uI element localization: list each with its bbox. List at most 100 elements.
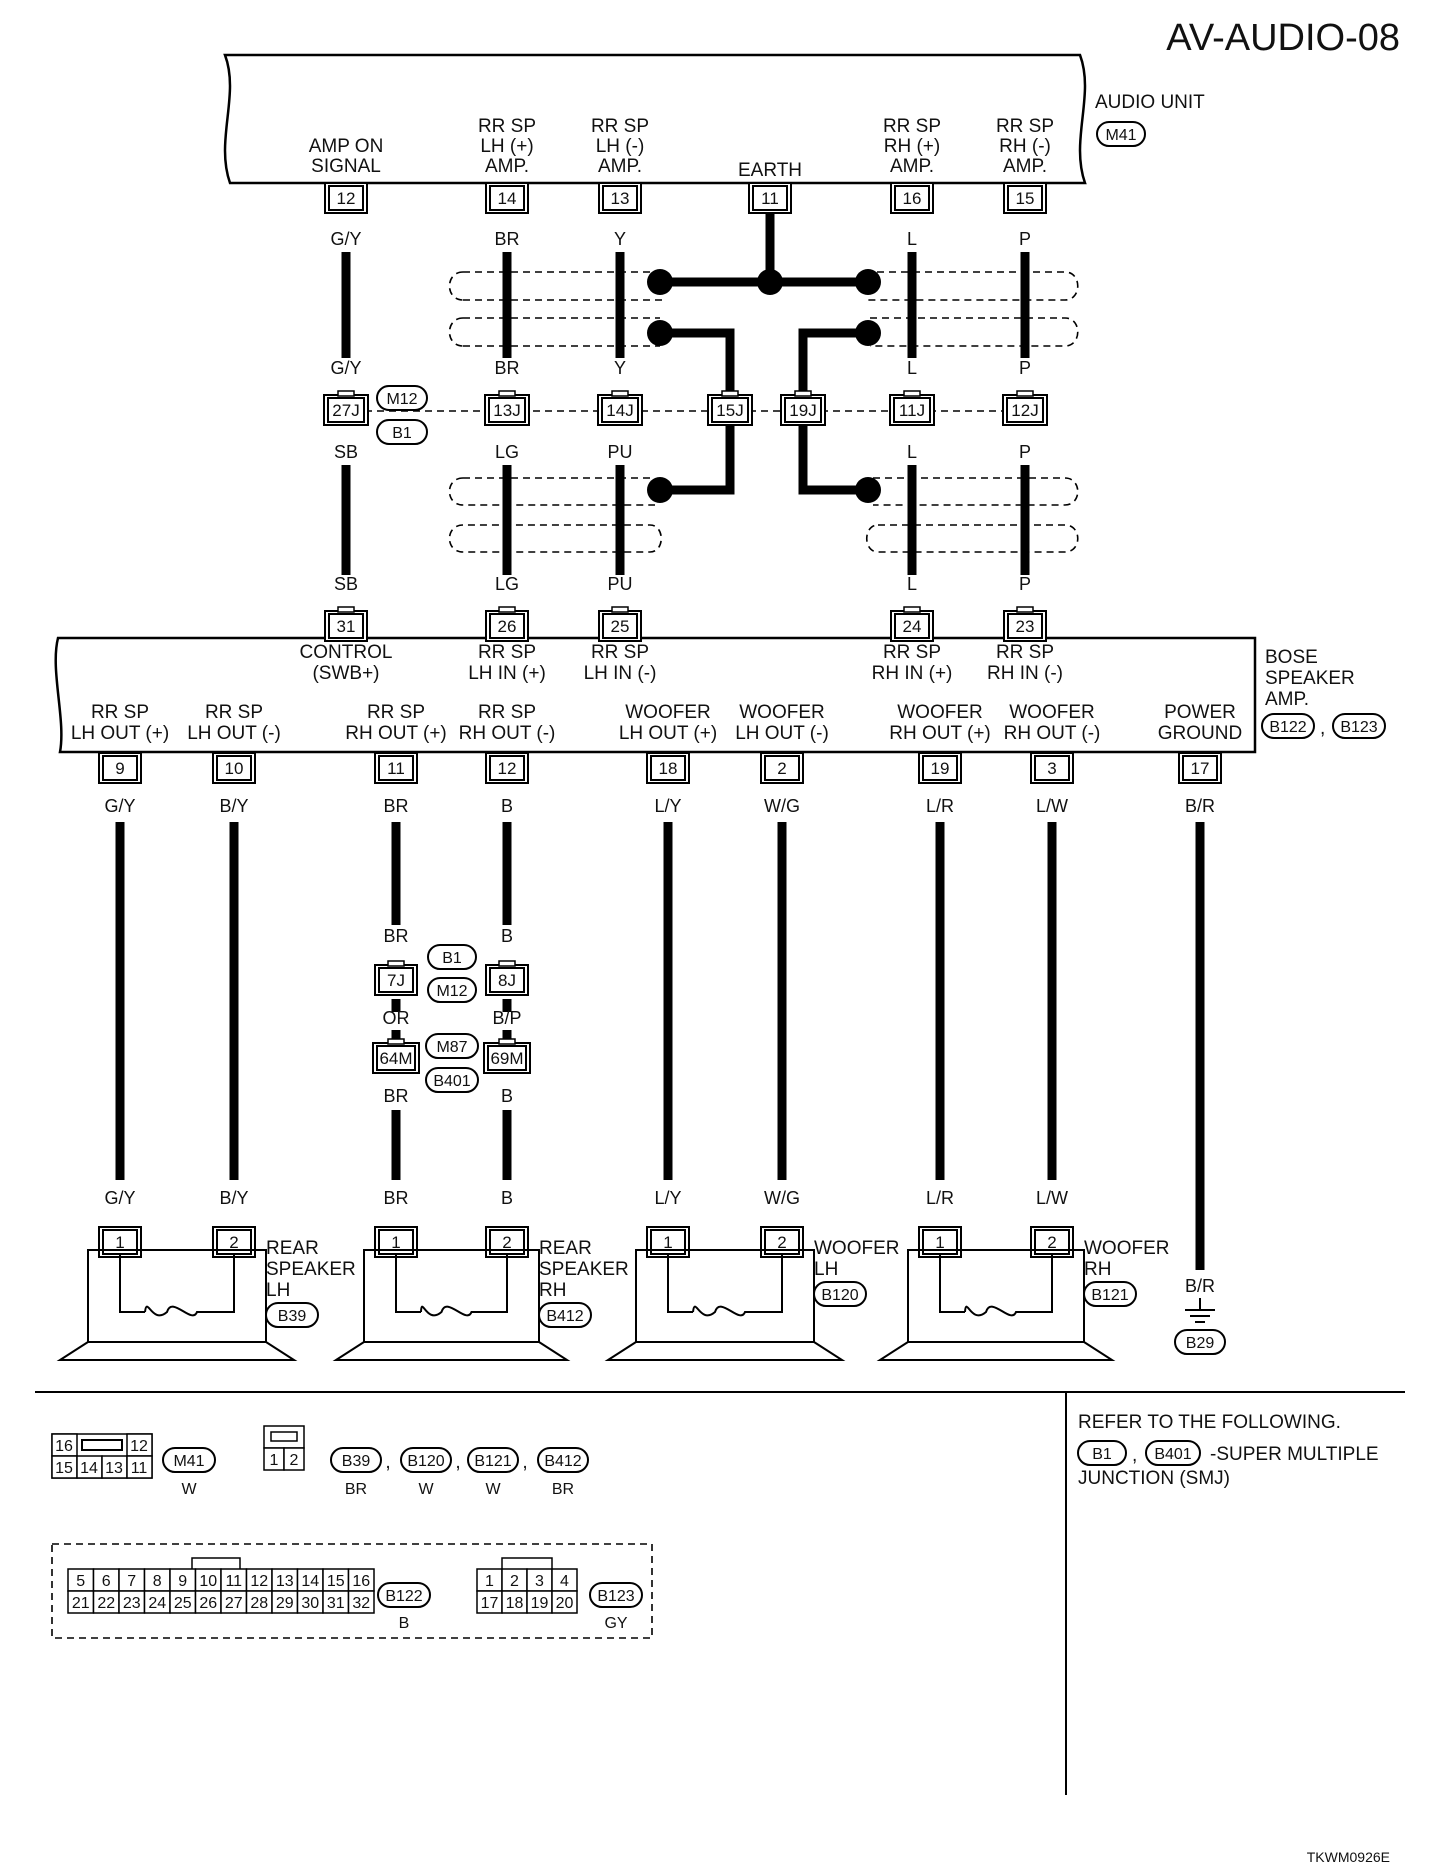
amp-title: BOSE SPEAKER AMP.: [1265, 647, 1355, 710]
mid-pin-8J[interactable]: 8J: [485, 960, 529, 996]
connector-id-m41[interactable]: M41: [162, 1447, 216, 1473]
speaker-connector-id[interactable]: B120: [813, 1281, 867, 1307]
pin-label: LH OUT (+): [619, 723, 717, 744]
cavity-number: 15: [55, 1460, 73, 1477]
junction-pin-15J[interactable]: 15J: [707, 390, 753, 426]
pin-label: WOOFER: [739, 702, 825, 723]
wire-color-label: B/P: [492, 1008, 521, 1028]
amp-pin-3[interactable]: 3: [1030, 752, 1074, 784]
speaker-pin-1[interactable]: 1: [374, 1226, 418, 1258]
cavity-number: 11: [131, 1460, 148, 1477]
mid-pin-64M[interactable]: 64M: [372, 1038, 420, 1074]
junction-connector-b1[interactable]: B1: [376, 419, 428, 445]
amp-connector-b122[interactable]: B122: [1261, 713, 1315, 739]
speaker-pin-1[interactable]: 1: [646, 1226, 690, 1258]
pin-label: LH (-): [596, 136, 645, 157]
wire-color-label: W/G: [764, 796, 800, 816]
wires: [115, 214, 1205, 1270]
speaker-connector-id[interactable]: B121: [1083, 1281, 1137, 1307]
pin-label: CONTROL: [300, 642, 393, 663]
connector-id-B39[interactable]: B39: [330, 1447, 382, 1473]
speaker-pin-2[interactable]: 2: [760, 1226, 804, 1258]
amp-pin-9[interactable]: 9: [98, 752, 142, 784]
pin-number: 3: [1047, 759, 1056, 778]
connector-id: B121: [1091, 1287, 1128, 1304]
connector-id-b122[interactable]: B122: [377, 1582, 431, 1608]
cavity-number: 22: [97, 1595, 115, 1612]
amp-pin-18[interactable]: 18: [646, 752, 690, 784]
audio-unit-pin-14[interactable]: 14: [485, 182, 529, 214]
refer-connector-b401[interactable]: B401: [1145, 1440, 1201, 1466]
svg-text:SPEAKER: SPEAKER: [1265, 668, 1355, 689]
junction-connector-m12[interactable]: M12: [376, 385, 428, 411]
pin-label: RR SP: [205, 702, 263, 723]
junction-pin-12J[interactable]: 12J: [1002, 390, 1048, 426]
cavity-number: 12: [130, 1438, 148, 1455]
junction-pin-14J[interactable]: 14J: [597, 390, 643, 426]
speaker-connector-id[interactable]: B39: [265, 1302, 319, 1328]
connector-id-b123[interactable]: B123: [589, 1582, 643, 1608]
audio-unit-pin-15[interactable]: 15: [1003, 182, 1047, 214]
audio-unit-connector[interactable]: M41: [1096, 121, 1146, 147]
amp-pin-10[interactable]: 10: [212, 752, 256, 784]
mid-connector-B401[interactable]: B401: [425, 1067, 479, 1093]
wire-color-label: LG: [495, 574, 519, 594]
connector-id-B120[interactable]: B120: [400, 1447, 452, 1473]
connector-id-B121[interactable]: B121: [467, 1447, 519, 1473]
wire-color-label: L: [907, 574, 917, 594]
splice-point: [855, 477, 881, 503]
pin-number: 2: [777, 1233, 786, 1252]
audio-unit-pin-16[interactable]: 16: [890, 182, 934, 214]
amp-pin-11[interactable]: 11: [374, 752, 418, 784]
mid-pin-7J[interactable]: 7J: [374, 960, 418, 996]
speaker-pin-2[interactable]: 2: [212, 1226, 256, 1258]
wire-color-label: Y: [614, 358, 626, 378]
wire-color-label: L/R: [926, 796, 954, 816]
speaker-pin-1[interactable]: 1: [98, 1226, 142, 1258]
junction-pin-13J[interactable]: 13J: [484, 390, 530, 426]
cavity-number: 2: [510, 1573, 519, 1590]
connector-id-B412[interactable]: B412: [537, 1447, 589, 1473]
audio-unit-pin-13[interactable]: 13: [598, 182, 642, 214]
speaker-pin-2[interactable]: 2: [1030, 1226, 1074, 1258]
connector-color: W: [418, 1481, 434, 1498]
mid-connector-M87[interactable]: M87: [425, 1033, 479, 1059]
amp-pin-24[interactable]: 24: [890, 606, 934, 642]
amp-pin-12[interactable]: 12: [485, 752, 529, 784]
pin-number: 12: [498, 759, 517, 778]
ground-connector[interactable]: B29: [1174, 1329, 1226, 1355]
speaker-name: LH: [266, 1280, 290, 1301]
mid-connector-M12[interactable]: M12: [427, 977, 477, 1003]
amp-pin-26[interactable]: 26: [485, 606, 529, 642]
connector-id: B401: [433, 1073, 470, 1090]
speaker-pin-2[interactable]: 2: [485, 1226, 529, 1258]
amp-pin-17[interactable]: 17: [1178, 752, 1222, 784]
mid-pin-69M[interactable]: 69M: [483, 1038, 531, 1074]
junction-pin-11J[interactable]: 11J: [889, 390, 935, 426]
audio-unit-pin-12[interactable]: 12: [324, 182, 368, 214]
junction-pin-19J[interactable]: 19J: [780, 390, 826, 426]
pin-label: RR SP: [883, 642, 941, 663]
audio-unit-pin-11[interactable]: 11: [748, 182, 792, 214]
refer-connector-b1[interactable]: B1: [1077, 1440, 1127, 1466]
cavity-number: 5: [76, 1573, 85, 1590]
amp-pin-19[interactable]: 19: [918, 752, 962, 784]
amp-box: [54, 636, 1257, 754]
junction-pin-27J[interactable]: 27J: [323, 390, 369, 426]
mid-connector-B1[interactable]: B1: [427, 944, 477, 970]
speaker-name: REAR: [266, 1238, 319, 1259]
speaker-pin-1[interactable]: 1: [918, 1226, 962, 1258]
amp-pin-25[interactable]: 25: [598, 606, 642, 642]
amp-pin-2[interactable]: 2: [760, 752, 804, 784]
speaker-connector-id[interactable]: B412: [538, 1302, 592, 1328]
amp-connector-b123[interactable]: B123: [1332, 713, 1386, 739]
pin-number: 10: [225, 759, 244, 778]
amp-pin-31[interactable]: 31: [324, 606, 368, 642]
amp-pin-23[interactable]: 23: [1003, 606, 1047, 642]
pin-label: RH (-): [999, 136, 1051, 157]
cavity-number: 19: [531, 1595, 549, 1612]
